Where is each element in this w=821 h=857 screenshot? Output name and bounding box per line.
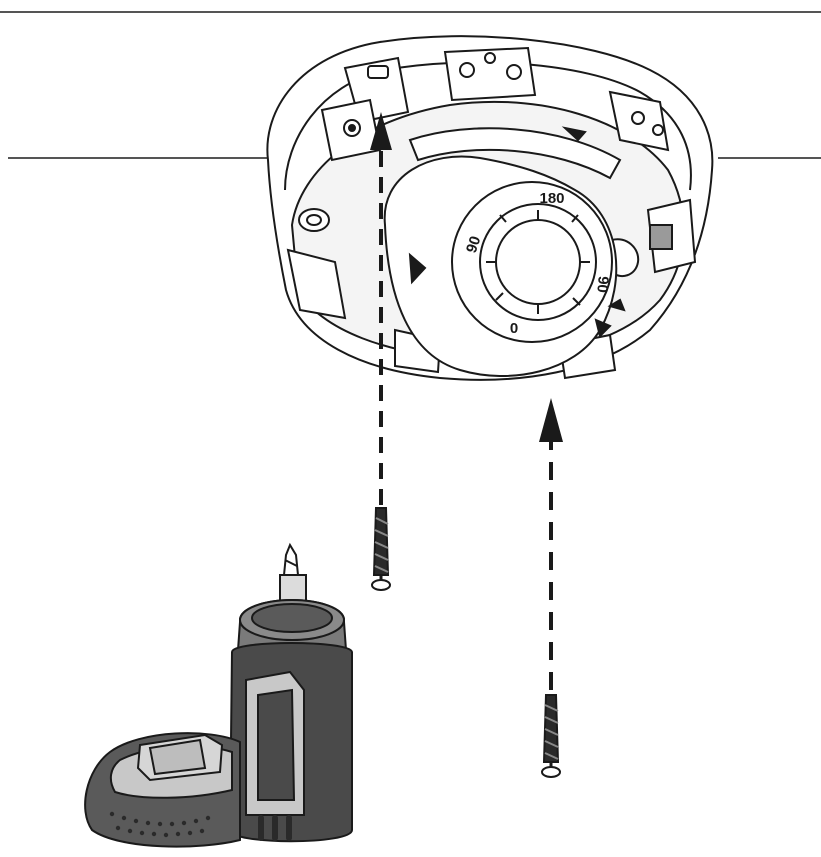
dial-label-bottom: 0	[510, 320, 518, 337]
cordless-screwdriver-icon	[84, 542, 353, 848]
wall-plug-screw-icon	[371, 507, 391, 591]
ceiling-line-icon	[0, 11, 821, 159]
arrow-up-icon	[370, 112, 392, 150]
wall-plug-screw-icon	[541, 694, 561, 778]
arrow-up-icon	[539, 398, 563, 442]
lens-gimbal	[383, 155, 626, 377]
dial-label-right: 90	[593, 275, 611, 293]
dial-label-top: 180	[539, 190, 564, 207]
dial-label-left: 90	[463, 234, 484, 255]
